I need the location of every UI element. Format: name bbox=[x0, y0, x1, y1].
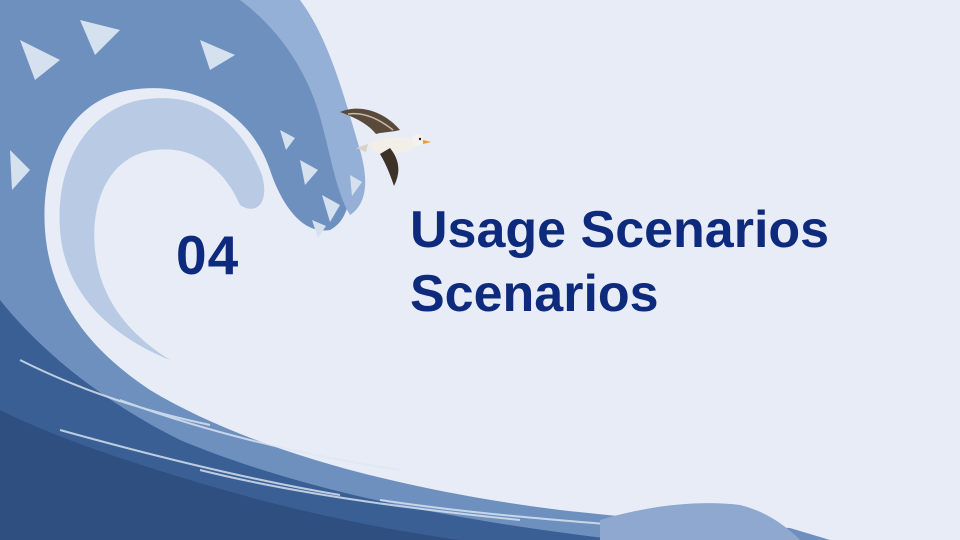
wave-deep-layer bbox=[0, 410, 460, 540]
seagull-icon bbox=[340, 108, 431, 186]
foam-fragments bbox=[10, 20, 362, 238]
wave-tail bbox=[600, 503, 800, 540]
section-number: 04 bbox=[176, 224, 240, 286]
section-title-line-2: Scenarios bbox=[410, 265, 659, 323]
wave-crest-spray bbox=[240, 0, 366, 215]
section-title: Usage Scenarios Scenarios bbox=[410, 198, 930, 326]
wave-curl-light bbox=[59, 98, 265, 361]
section-title-line-1: Usage Scenarios bbox=[410, 201, 830, 259]
